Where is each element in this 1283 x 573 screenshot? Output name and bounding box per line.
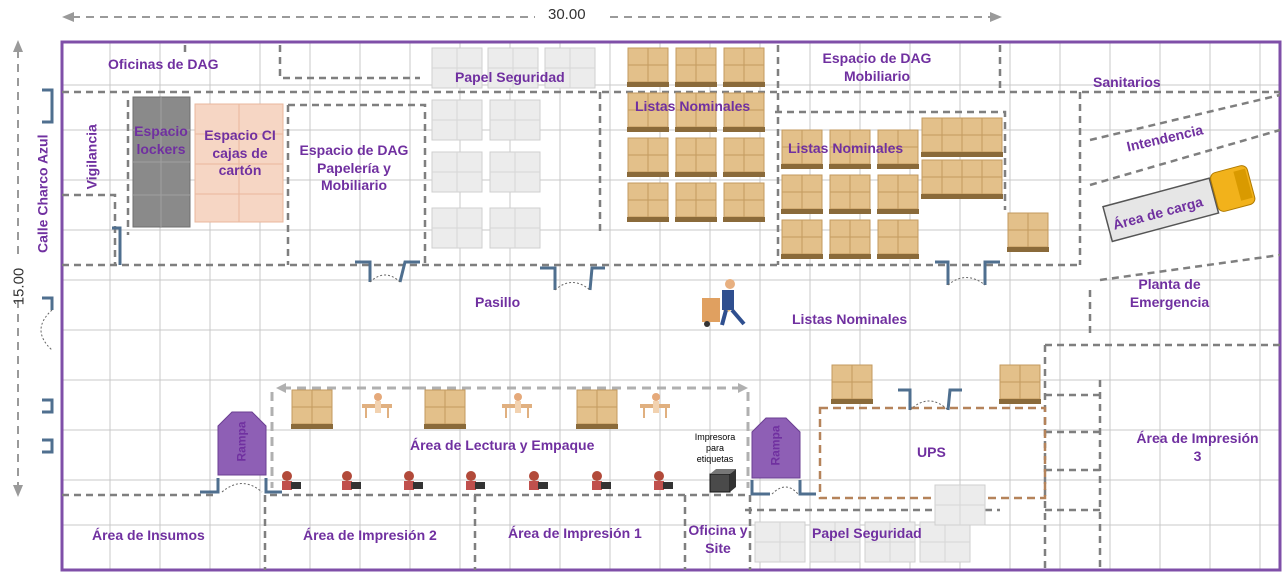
label-espacio-lockers: Espacio lockers xyxy=(134,123,188,157)
label-listas-nominales-3: Listas Nominales xyxy=(792,311,908,327)
label-lectura: Área de Lectura y Empaque xyxy=(410,437,595,453)
ramp-shapes xyxy=(217,411,801,479)
label-impresion-3: Área de Impresión 3 xyxy=(1136,430,1259,464)
label-papeleria: Espacio de DAG Papelería y Mobiliario xyxy=(299,142,409,193)
truck xyxy=(1102,165,1256,243)
label-sanitarios: Sanitarios xyxy=(1093,74,1161,90)
pallets-listas-1 xyxy=(626,47,766,223)
pallets-lectura xyxy=(290,389,619,430)
packing-tables xyxy=(361,392,671,419)
label-printer xyxy=(709,469,736,493)
label-planta: Planta de Emergencia xyxy=(1129,276,1210,310)
label-impresion-1: Área de Impresión 1 xyxy=(508,525,642,541)
label-rampa-1: Rampa xyxy=(234,421,249,462)
reading-area-outline xyxy=(270,386,750,488)
label-impresion-2: Área de Impresión 2 xyxy=(303,527,437,543)
label-rampa-2: Rampa xyxy=(768,425,783,466)
label-espacio-ci: Espacio CI cajas de cartón xyxy=(204,127,276,178)
outer-wall xyxy=(60,40,1282,572)
label-oficinas-dag: Oficinas de DAG xyxy=(108,56,219,72)
ups-border xyxy=(818,406,1047,500)
label-calle: Calle Charco Azul xyxy=(34,134,51,254)
hand-truck-worker xyxy=(702,279,746,327)
label-papel-seguridad-bottom: Papel Seguridad xyxy=(812,525,922,541)
pallets-ups xyxy=(830,364,1042,405)
label-mobiliario: Espacio de DAG Mobiliario xyxy=(822,50,932,84)
paper-stack-bottom xyxy=(754,484,986,563)
label-listas-nominales-1: Listas Nominales xyxy=(635,98,751,114)
lockers-lines xyxy=(133,97,190,227)
door-swings xyxy=(40,274,986,495)
label-insumos: Área de Insumos xyxy=(92,527,205,543)
ci-box-lines xyxy=(195,104,283,222)
doors xyxy=(42,88,1000,496)
height-dimension: 15.00 xyxy=(10,267,28,306)
label-pasillo: Pasillo xyxy=(475,294,521,310)
label-oficina-site: Oficina y Site xyxy=(688,522,748,556)
width-dimension: 30.00 xyxy=(548,6,586,23)
label-listas-nominales-2: Listas Nominales xyxy=(788,140,904,156)
label-papel-seguridad-top: Papel Seguridad xyxy=(455,69,565,85)
dimension-arrows xyxy=(17,16,990,490)
label-vigilancia: Vigilancia xyxy=(83,124,100,190)
label-ups: UPS xyxy=(917,444,946,460)
label-impresora: Impresora para etiquetas xyxy=(694,432,736,464)
